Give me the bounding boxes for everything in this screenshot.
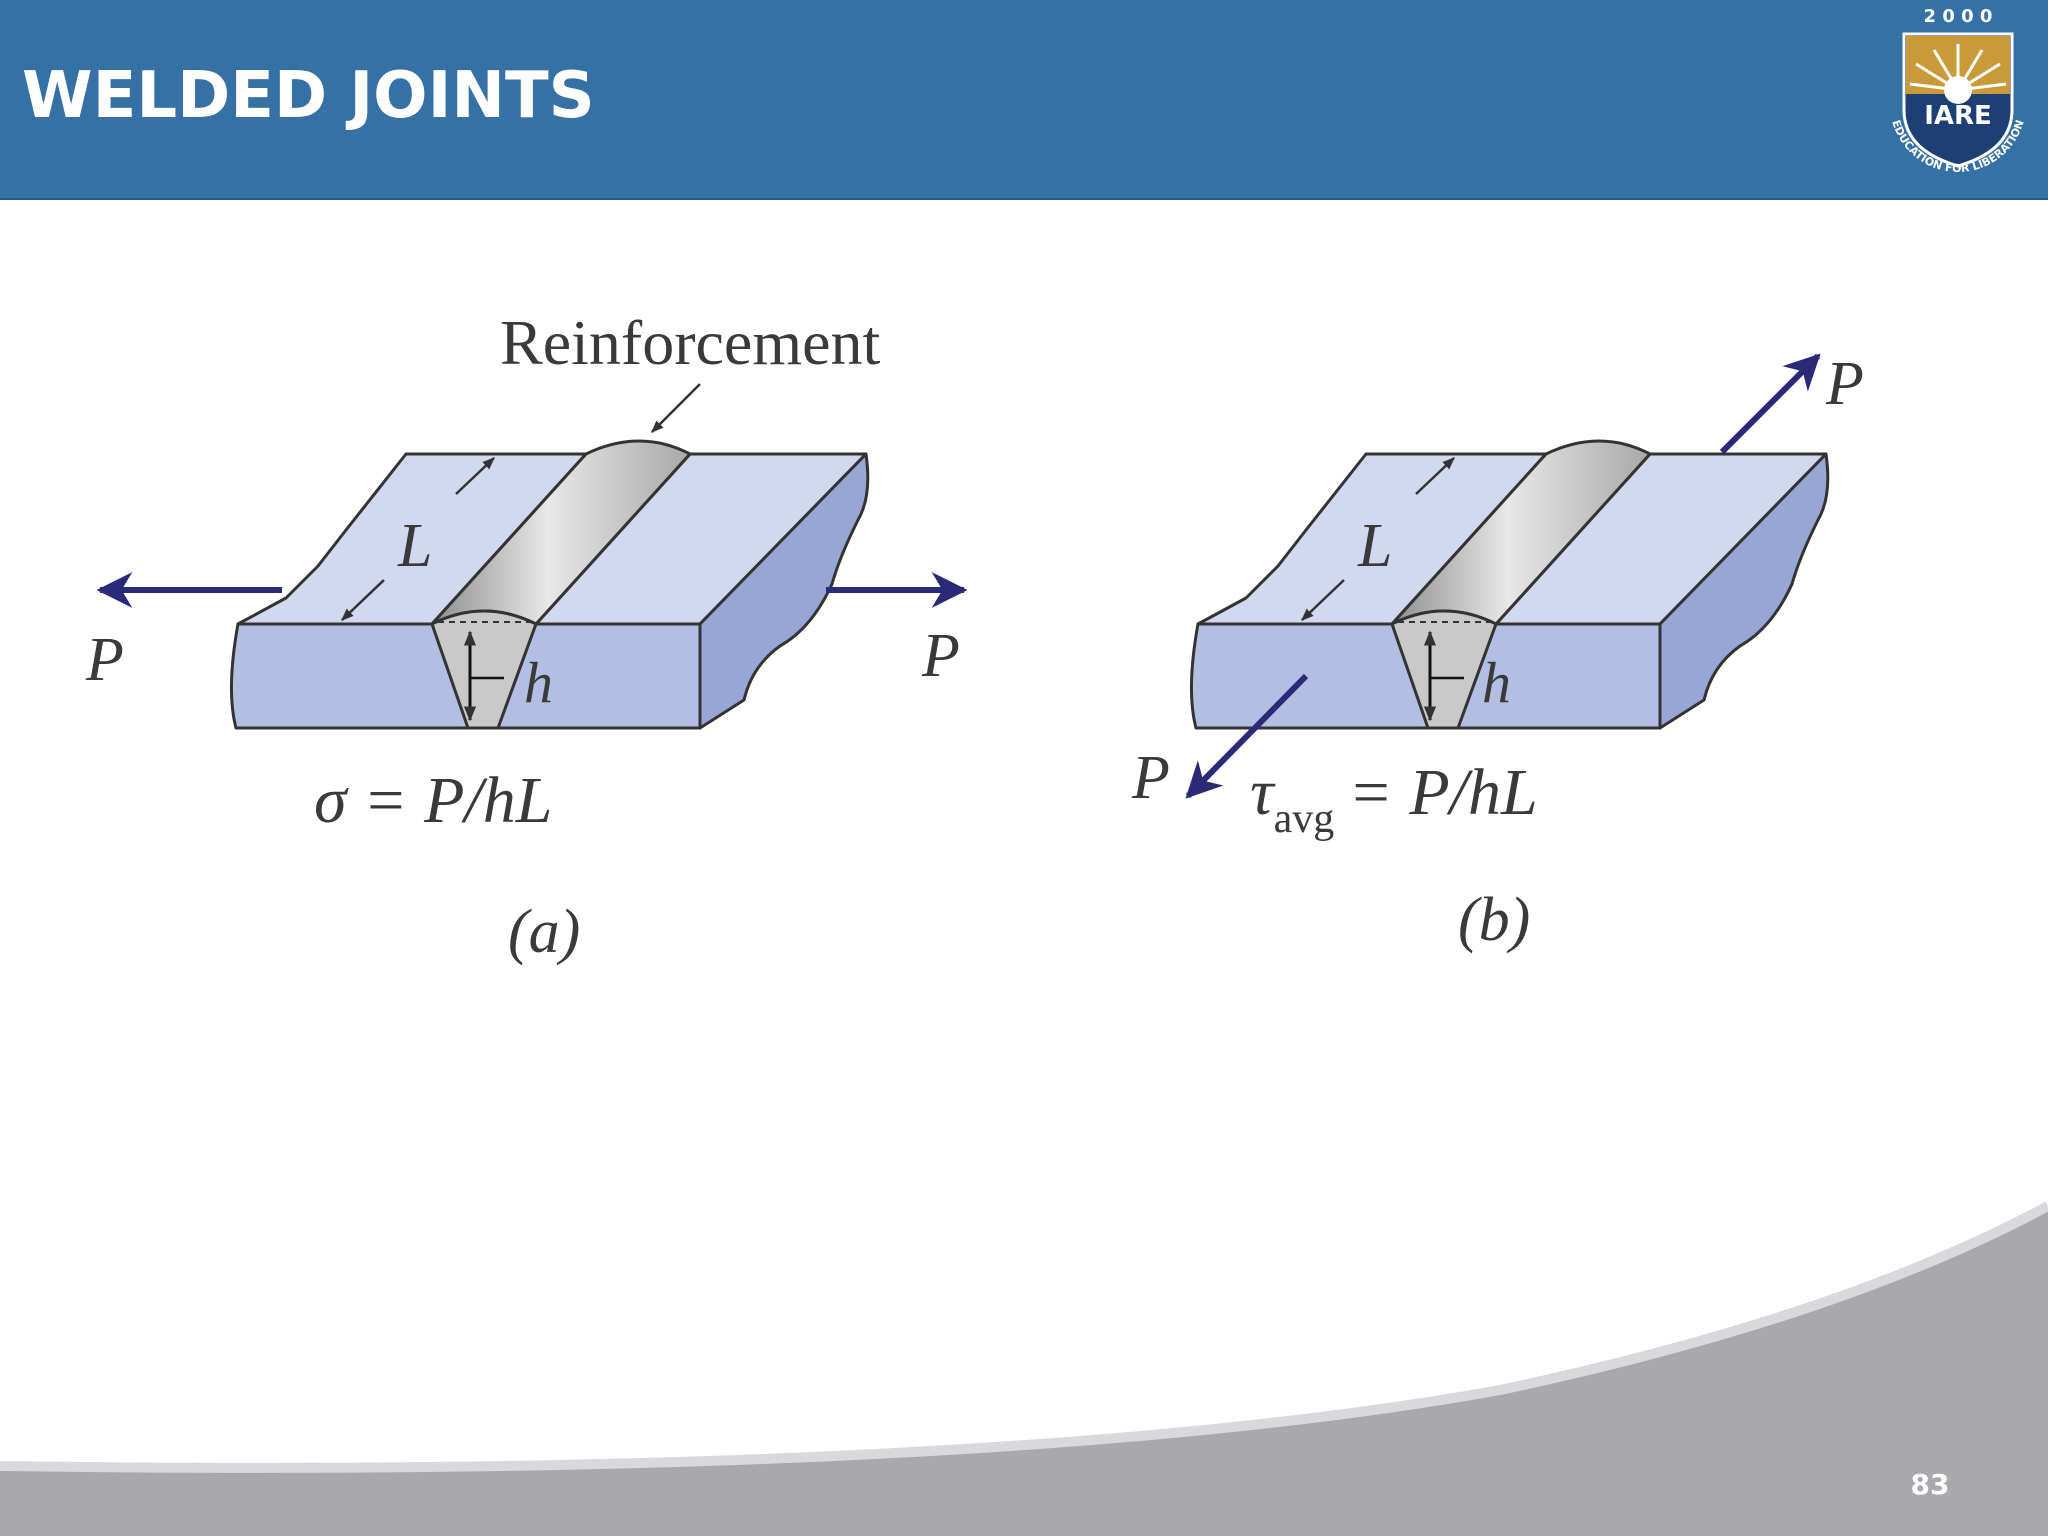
shear-formula-rest: = P/hL	[1348, 756, 1537, 829]
page-number: 83	[1910, 1468, 1950, 1501]
reinforcement-label: Reinforcement	[500, 307, 881, 378]
footer-swoosh	[0, 1201, 2048, 1536]
force-arrow-top	[1719, 353, 1821, 455]
force-label-top: P	[1825, 350, 1864, 418]
tau-symbol: τ	[1250, 756, 1276, 829]
force-label-left: P	[85, 626, 124, 694]
length-arrow-lower	[341, 579, 385, 621]
force-label-right: P	[921, 622, 960, 690]
length-label: L	[397, 512, 432, 580]
caption-b: (b)	[1458, 886, 1530, 954]
avg-subscript: avg	[1274, 796, 1335, 842]
normal-stress-formula: σ = P/hL	[314, 764, 552, 837]
plate-right-face-b	[1658, 452, 1830, 730]
logo-year: 2 0 0 0	[1924, 6, 1993, 27]
page-title: WELDED JOINTS	[22, 59, 595, 133]
force-arrow-bottom	[1185, 673, 1309, 799]
welded-joints-figure: h L Reinforcement P P σ = P/hL (a) h L	[85, 307, 1864, 966]
weld-cross-section-b	[1390, 609, 1498, 730]
height-label: h	[524, 650, 553, 715]
shear-stress-formula: τavg = P/hL	[1250, 756, 1538, 842]
length-arrow-upper	[455, 457, 495, 495]
panel-b: h L P P τavg = P/hL (b)	[1131, 350, 1864, 954]
reinforcement-pointer	[651, 383, 701, 433]
height-label-b: h	[1482, 650, 1511, 715]
iare-logo: 2 0 0 0 IARE EDUCATION FOR LIBERATION	[1889, 6, 2026, 175]
length-arrow-upper-b	[1415, 457, 1455, 495]
logo-name: IARE	[1924, 101, 1992, 131]
caption-a: (a)	[508, 898, 580, 966]
panel-a: h L Reinforcement P P σ = P/hL (a)	[85, 307, 968, 966]
length-label-b: L	[1357, 512, 1392, 580]
weld-cross-section	[430, 609, 538, 730]
force-label-bottom: P	[1131, 744, 1170, 812]
header-bar: WELDED JOINTS 2 0 0 0 IARE EDUCATION FOR…	[0, 0, 2048, 200]
plate-right-face	[698, 452, 870, 730]
length-arrow-lower-b	[1301, 579, 1345, 621]
